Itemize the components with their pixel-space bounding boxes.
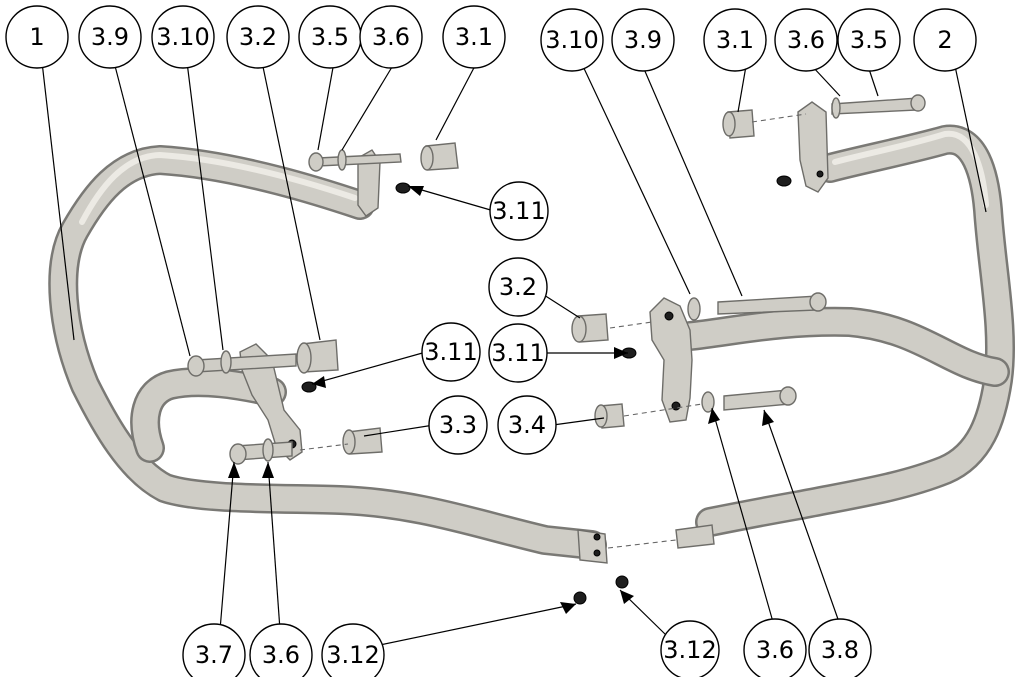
callout-balloon-right-crash-bar: 2: [913, 8, 977, 72]
callout-balloon-washer: 3.6: [774, 8, 838, 72]
callout-circle: [249, 623, 313, 677]
callout-circle: [182, 623, 246, 677]
callout-balloon-bolt: 3.8: [808, 618, 872, 677]
callout-circle: [78, 5, 142, 69]
callout-balloon-long-bolt: 3.9: [611, 8, 675, 72]
callout-circle: [151, 5, 215, 69]
callout-balloon-screw: 3.11: [488, 323, 548, 383]
callout-circle: [428, 395, 488, 455]
callout-balloon-washer: 3.6: [743, 618, 807, 677]
callout-circle: [489, 181, 549, 241]
callout-label: 3.12: [326, 641, 379, 669]
left-crash-bar: [48, 145, 608, 564]
callout-label: 3.1: [455, 23, 493, 51]
callout-balloons: 1 3.9 3.10 3.2 3.5 3.6 3.1 3.10 3.9 3.1 3.6 3.5 2 3.1…: [5, 5, 977, 677]
callout-balloon-bolt: 3.5: [298, 5, 362, 69]
callout-label: 3.1: [716, 26, 754, 54]
callout-circle: [837, 8, 901, 72]
callout-balloon-bolt: 3.5: [837, 8, 901, 72]
callout-balloon-grub-screw: 3.12: [321, 623, 385, 677]
callout-label: 3.6: [372, 23, 410, 51]
callout-balloon-washer: 3.6: [359, 5, 423, 69]
callout-label: 3.10: [156, 23, 209, 51]
callout-label: 3.8: [821, 636, 859, 664]
callout-label: 3.5: [311, 23, 349, 51]
callout-label: 3.4: [508, 411, 546, 439]
callout-label: 3.3: [439, 411, 477, 439]
callout-circle: [421, 322, 481, 382]
callout-label: 3.5: [850, 26, 888, 54]
callout-balloon-washer: 3.6: [249, 623, 313, 677]
callout-circle: [743, 618, 807, 677]
callout-balloon-spacer: 3.3: [428, 395, 488, 455]
callout-label: 1: [29, 23, 44, 51]
callout-circle: [497, 395, 557, 455]
callout-circle: [226, 5, 290, 69]
leader-lines: [41, 61, 987, 646]
callout-circle: [488, 257, 548, 317]
callout-label: 3.12: [663, 636, 716, 664]
callout-balloon-long-bolt: 3.9: [78, 5, 142, 69]
callout-label: 3.10: [545, 26, 598, 54]
callout-circle: [774, 8, 838, 72]
callout-balloon-spacer: 3.2: [226, 5, 290, 69]
left-upper-bracket: [357, 149, 381, 217]
callout-circle: [442, 5, 506, 69]
callout-label: 2: [937, 26, 952, 54]
callout-circle: [660, 620, 720, 677]
callout-balloon-screw: 3.11: [489, 181, 549, 241]
callout-label: 3.2: [239, 23, 277, 51]
callout-label: 3.9: [624, 26, 662, 54]
callout-circle: [5, 5, 69, 69]
callout-label: 3.11: [491, 339, 544, 367]
callout-circle: [703, 8, 767, 72]
right-upper-bracket: [797, 101, 829, 193]
callout-balloon-left-crash-bar: 1: [5, 5, 69, 69]
callout-label: 3.6: [262, 641, 300, 669]
callout-circle: [540, 8, 604, 72]
callout-label: 3.7: [195, 641, 233, 669]
callout-label: 3.11: [492, 197, 545, 225]
callout-label: 3.9: [91, 23, 129, 51]
hardware: [187, 94, 926, 605]
callout-label: 3.11: [424, 338, 477, 366]
callout-balloon-bolt: 3.7: [182, 623, 246, 677]
callout-balloon-thick-washer: 3.10: [151, 5, 215, 69]
callout-balloon-grub-screw: 3.12: [660, 620, 720, 677]
callout-balloon-spacer: 3.1: [703, 8, 767, 72]
callout-circle: [611, 8, 675, 72]
right-mid-bracket: [649, 297, 693, 423]
callout-circle: [808, 618, 872, 677]
callout-balloon-spacer: 3.4: [497, 395, 557, 455]
callout-label: 3.6: [756, 636, 794, 664]
callout-label: 3.6: [787, 26, 825, 54]
callout-balloon-screw: 3.11: [421, 322, 481, 382]
callout-circle: [913, 8, 977, 72]
assembly-axes: [299, 113, 807, 549]
callout-label: 3.2: [499, 273, 537, 301]
callout-balloon-spacer: 3.1: [442, 5, 506, 69]
right-crash-bar: [675, 124, 1016, 549]
callout-balloon-spacer: 3.2: [488, 257, 548, 317]
callout-circle: [488, 323, 548, 383]
callout-balloon-thick-washer: 3.10: [540, 8, 604, 72]
leader-arrowheads: [228, 186, 774, 614]
callout-circle: [321, 623, 385, 677]
callout-circle: [359, 5, 423, 69]
